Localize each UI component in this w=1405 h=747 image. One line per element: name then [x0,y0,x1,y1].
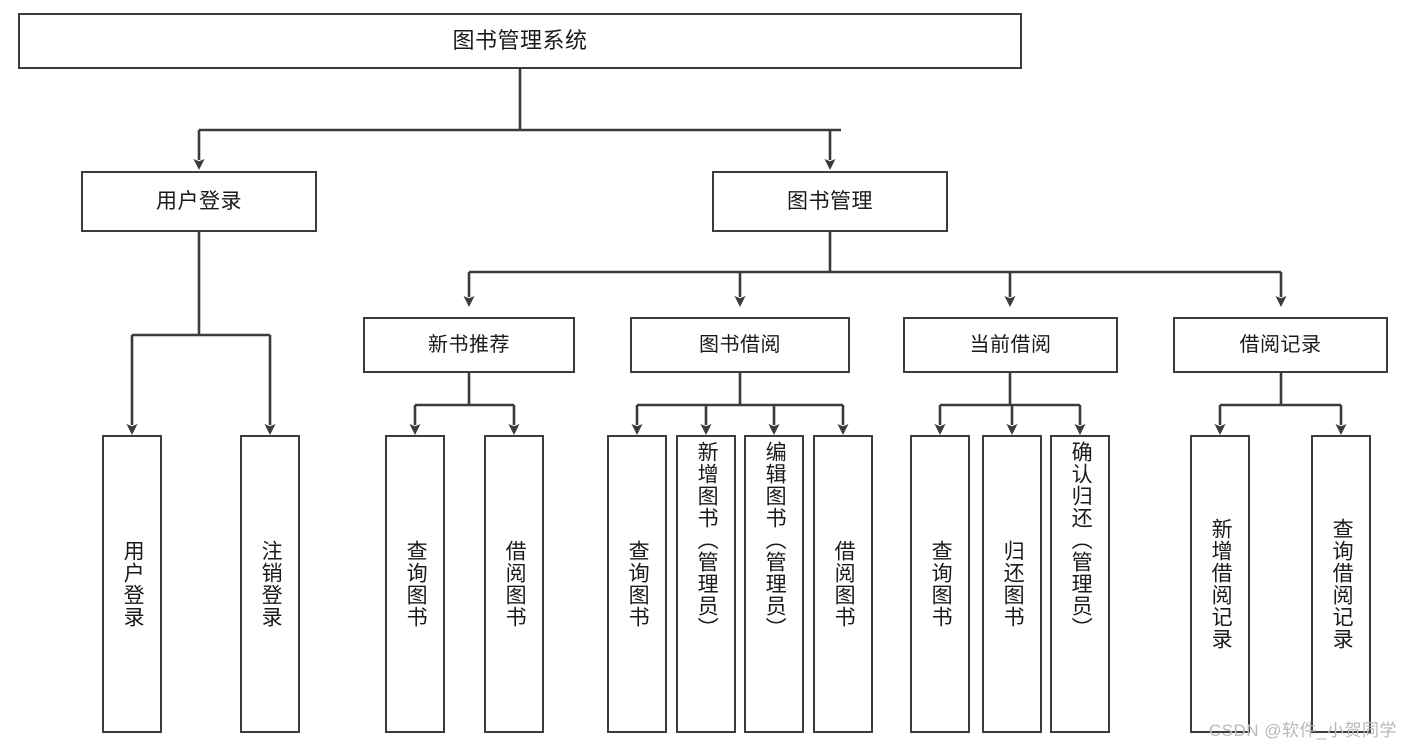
node-book-management[interactable]: 图书管理 [712,171,948,232]
leaf-borrow-book-recommend-label: 借阅图书 [503,540,527,628]
node-borrow-record-label: 借阅记录 [1239,333,1322,356]
leaf-query-book-current[interactable]: 查询图书 [910,435,970,733]
leaf-logout[interactable]: 注销登录 [240,435,300,733]
leaf-add-book-admin[interactable]: 新增图书（管理员） [676,435,736,733]
node-borrow-record[interactable]: 借阅记录 [1173,317,1388,373]
leaf-borrow-book-label: 借阅图书 [832,540,856,628]
node-user-login-label: 用户登录 [156,189,242,213]
node-book-borrow[interactable]: 图书借阅 [630,317,850,373]
leaf-add-borrow-record-label: 新增借阅记录 [1209,518,1233,650]
watermark: CSDN @软件_小贺同学 [1208,721,1397,740]
node-current-borrow[interactable]: 当前借阅 [903,317,1118,373]
node-user-login[interactable]: 用户登录 [81,171,317,232]
leaf-query-borrow-record[interactable]: 查询借阅记录 [1311,435,1371,733]
leaf-query-book-borrow-label: 查询图书 [626,540,650,628]
leaf-user-login[interactable]: 用户登录 [102,435,162,733]
node-root-label: 图书管理系统 [452,27,588,53]
leaf-edit-book-admin-label: 编辑图书（管理员） [763,441,787,639]
leaf-add-borrow-record[interactable]: 新增借阅记录 [1190,435,1250,733]
leaf-confirm-return-admin[interactable]: 确认归还（管理员） [1050,435,1110,733]
node-new-book-recommend[interactable]: 新书推荐 [363,317,575,373]
leaf-borrow-book[interactable]: 借阅图书 [813,435,873,733]
leaf-return-book[interactable]: 归还图书 [982,435,1042,733]
node-new-book-recommend-label: 新书推荐 [428,333,510,356]
leaf-query-book-current-label: 查询图书 [929,540,953,628]
node-book-management-label: 图书管理 [787,189,873,213]
leaf-add-book-admin-label: 新增图书（管理员） [695,441,719,639]
leaf-query-book-recommend-label: 查询图书 [404,540,428,628]
leaf-confirm-return-admin-label: 确认归还（管理员） [1069,441,1093,639]
leaf-query-book-recommend[interactable]: 查询图书 [385,435,445,733]
leaf-return-book-label: 归还图书 [1001,540,1025,628]
leaf-logout-label: 注销登录 [259,540,283,628]
leaf-query-borrow-record-label: 查询借阅记录 [1330,518,1354,650]
node-root[interactable]: 图书管理系统 [18,13,1022,69]
leaf-user-login-label: 用户登录 [121,540,145,628]
leaf-query-book-borrow[interactable]: 查询图书 [607,435,667,733]
leaf-edit-book-admin[interactable]: 编辑图书（管理员） [744,435,804,733]
node-current-borrow-label: 当前借阅 [969,333,1052,356]
node-book-borrow-label: 图书借阅 [699,333,781,356]
leaf-borrow-book-recommend[interactable]: 借阅图书 [484,435,544,733]
